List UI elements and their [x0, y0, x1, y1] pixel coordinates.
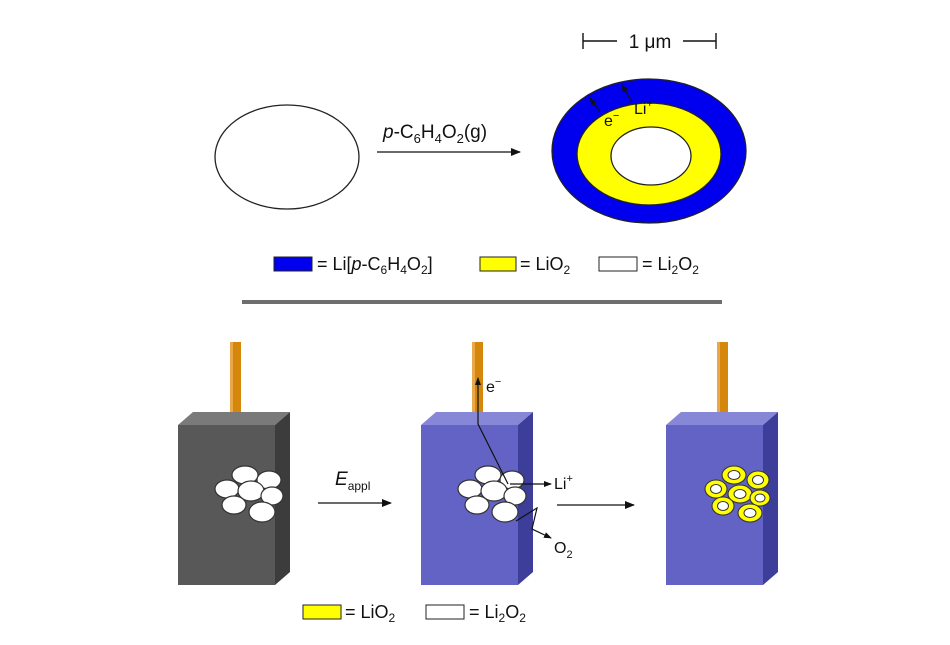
li2o2-core [610, 126, 692, 186]
scale-bar [582, 33, 717, 49]
lithium-arrow [621, 84, 633, 103]
electron-label-bottom: e− [486, 376, 501, 396]
li2o2-particle [214, 104, 360, 210]
electrode-grey [178, 342, 290, 585]
lithium-label-bottom: Li+ [554, 473, 573, 493]
legend-swatch-blue [273, 256, 313, 272]
electron-label: e− [604, 110, 619, 130]
legend-swatch-yellow [479, 256, 517, 272]
legend-label-lio2-bottom: = LiO2 [345, 602, 396, 625]
li2o2-particle-cluster [214, 465, 284, 523]
oxygen-release-arrow [515, 506, 552, 539]
legend-label-li-bq: = Li[p-C6H4O2] [317, 254, 433, 277]
electron-arrow [589, 97, 601, 113]
legend-label-li2o2: = Li2O2 [642, 254, 699, 277]
current-collector-rod [717, 342, 728, 420]
oxygen-label: O2 [554, 540, 573, 561]
current-collector-rod [230, 342, 241, 420]
electron-path [475, 377, 509, 485]
legend-label-lio2: = LiO2 [520, 254, 571, 277]
li2o2-particle-cluster [457, 465, 527, 523]
lithium-label: Li+ [634, 98, 653, 118]
core-shell-particle-cluster [704, 465, 771, 523]
electrode-purple-oxidizing [421, 342, 533, 585]
scale-bar-label: 1 μm [629, 32, 672, 53]
legend-swatch-white [598, 256, 638, 272]
electrode-purple-product [666, 342, 778, 585]
applied-potential-label: Eappl [335, 469, 370, 493]
legend-swatch-white-bottom [425, 604, 465, 620]
legend-label-li2o2-bottom: = Li2O2 [469, 602, 526, 625]
legend-swatch-yellow-bottom [302, 604, 342, 620]
reaction-label: p-C6H4O2(g) [382, 122, 487, 146]
